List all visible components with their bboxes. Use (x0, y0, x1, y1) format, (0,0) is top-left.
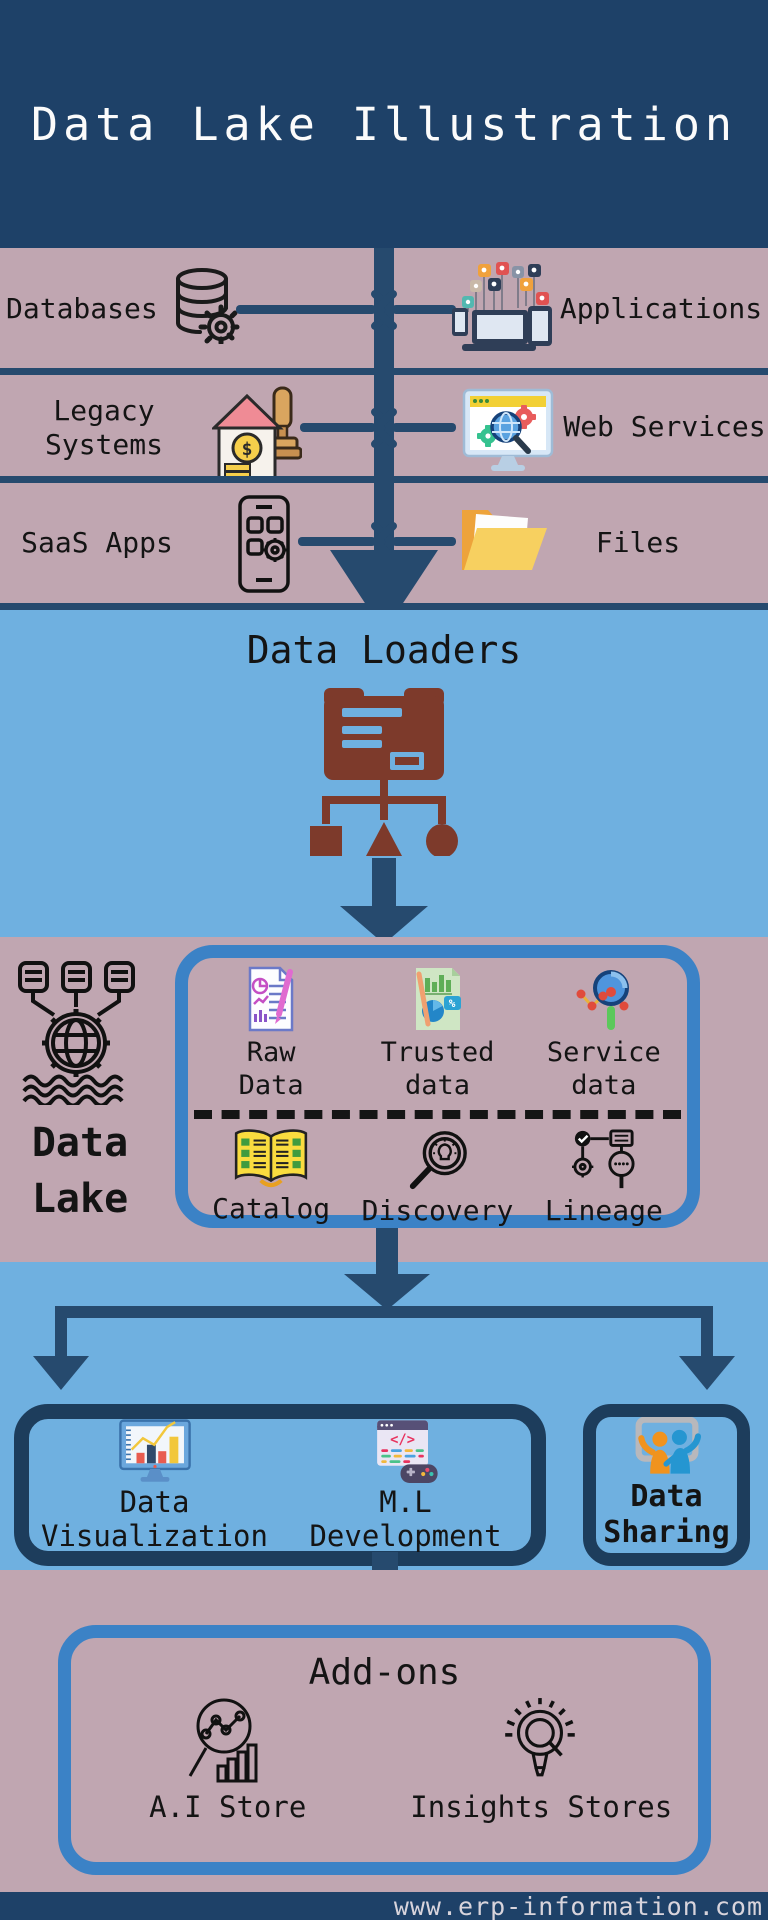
legacy-systems-icon: $ (212, 386, 302, 484)
addons-row: A.I Store (71, 1696, 698, 1824)
svg-text:</>: </> (390, 1432, 415, 1448)
lake-item-lineage: Lineage (521, 1128, 687, 1227)
lake-item-trusted-data: % Trusted data (354, 966, 520, 1102)
data-sharing-label: Data Sharing (603, 1479, 730, 1550)
arrow-line-files (392, 537, 456, 546)
lake-item-label: Lineage (544, 1194, 663, 1227)
analytics-item-label: Data Visualization (41, 1485, 268, 1553)
lake-item-label: Trusted data (380, 1037, 495, 1101)
ai-store-item: A.I Store (71, 1696, 385, 1824)
insights-stores-icon (503, 1696, 579, 1784)
source-label-legacy-systems: Legacy Systems (44, 394, 163, 461)
database-icon (170, 266, 240, 344)
lake-item-label: Catalog (212, 1192, 331, 1225)
sources-section: Databases (0, 248, 768, 632)
arrow-line-applications (392, 305, 456, 314)
addons-title: Add-ons (308, 1652, 461, 1693)
lake-output-connector (376, 1228, 398, 1262)
data-sharing-icon (625, 1417, 709, 1479)
ai-store-icon (184, 1696, 272, 1784)
merge-arrowheads-icon (362, 288, 406, 332)
data-lake-box: Raw Data % (175, 945, 700, 1228)
row-divider-1 (0, 368, 768, 375)
addon-item-label: A.I Store (149, 1790, 307, 1824)
lake-item-label: Service data (546, 1037, 661, 1101)
data-visualization-icon (108, 1419, 202, 1485)
lake-item-label: Raw Data (238, 1037, 304, 1101)
lineage-flow-icon (570, 1128, 638, 1192)
svg-text:%: % (449, 997, 456, 1010)
lake-top-row: Raw Data % (188, 966, 687, 1102)
loader-arrow-shaft (372, 858, 396, 910)
lake-bottom-row: Catalog Discovery (188, 1128, 687, 1227)
lake-item-catalog: Catalog (188, 1128, 354, 1227)
branch-left-line (55, 1306, 67, 1358)
branch-horizontal-line (55, 1306, 713, 1318)
data-lake-icon (16, 961, 138, 1105)
svg-text:$: $ (242, 439, 253, 460)
ml-development-item: </> M.L Development (280, 1419, 531, 1553)
merge-arrowheads-icon (362, 406, 406, 450)
discovery-magnifier-icon (404, 1128, 470, 1192)
lake-item-discovery: Discovery (354, 1128, 520, 1227)
data-lake-label: Data Lake (31, 1120, 129, 1222)
source-label-applications: Applications (559, 292, 763, 325)
source-label-databases: Databases (6, 292, 158, 325)
data-sharing-item: Data Sharing (596, 1417, 737, 1553)
source-label-files: Files (595, 526, 681, 559)
source-label-saas-apps: SaaS Apps (21, 526, 173, 559)
arrow-line-saas (298, 537, 376, 546)
lake-item-label: Discovery (361, 1194, 514, 1227)
saas-apps-icon (230, 494, 298, 594)
addon-item-label: Insights Stores (410, 1790, 673, 1824)
lake-item-raw-data: Raw Data (188, 966, 354, 1102)
insights-stores-item: Insights Stores (385, 1696, 699, 1824)
analytics-box: Data Visualization </> (14, 1404, 546, 1566)
arrow-line-web-services (392, 423, 456, 432)
applications-icon (448, 262, 558, 354)
analytics-item-label: M.L Development (309, 1485, 502, 1553)
data-loaders-flowchart-icon (304, 688, 464, 856)
service-data-search-icon (574, 966, 634, 1032)
branch-left-arrowhead (33, 1356, 89, 1390)
arrow-line-databases (236, 305, 376, 314)
data-lake-section: Data Lake (0, 937, 768, 1262)
header-banner: Data Lake Illustration (0, 0, 768, 248)
lake-dashed-divider (194, 1110, 681, 1119)
data-loaders-section: Data Loaders (0, 610, 768, 944)
footer-url: www.erp-information.com (393, 1891, 763, 1920)
branch-arrowhead (344, 1274, 430, 1310)
data-visualization-item: Data Visualization (29, 1419, 280, 1553)
branch-right-arrowhead (679, 1356, 735, 1390)
page-title: Data Lake Illustration (30, 97, 738, 151)
data-loaders-title: Data Loaders (246, 628, 522, 672)
catalog-book-icon (230, 1128, 312, 1190)
addons-box: Add-ons (58, 1625, 711, 1875)
lake-item-service-data: Service data (521, 966, 687, 1102)
outputs-section: Data Visualization </> (0, 1262, 768, 1570)
raw-data-document-icon (241, 966, 301, 1032)
source-label-web-services: Web Services (563, 410, 766, 443)
row-divider-2 (0, 476, 768, 483)
data-sharing-box: Data Sharing (583, 1404, 750, 1566)
web-services-icon (458, 384, 558, 480)
addons-section: Add-ons (0, 1570, 768, 1892)
branch-right-line (701, 1306, 713, 1358)
arrow-line-legacy (300, 423, 376, 432)
ml-development-icon: </> (358, 1419, 454, 1485)
footer-bar: www.erp-information.com (0, 1892, 768, 1920)
trusted-data-report-icon: % (407, 966, 467, 1032)
folder-icon (456, 500, 551, 575)
